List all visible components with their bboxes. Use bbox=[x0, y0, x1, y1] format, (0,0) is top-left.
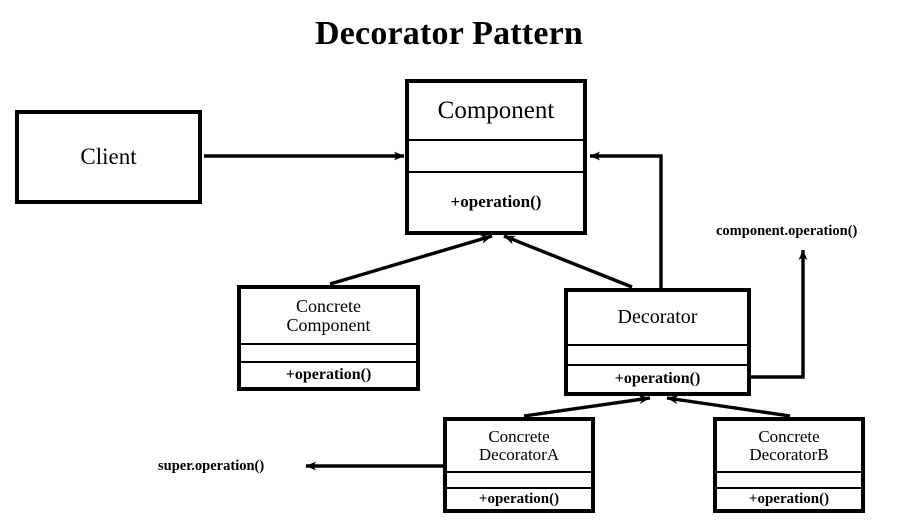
connector-concrete-component-to-component bbox=[329, 234, 493, 286]
class-box-decorator[interactable]: Decorator +operation() bbox=[564, 288, 751, 396]
class-operations-component: +operation() bbox=[409, 171, 583, 231]
class-name-component: Component bbox=[437, 96, 555, 124]
class-operations-concrete-decorator-b: +operation() bbox=[717, 487, 861, 509]
class-operations-concrete-decorator-a: +operation() bbox=[447, 487, 591, 509]
class-name-client: Client bbox=[80, 144, 137, 169]
class-name-concrete-decorator-a: Concrete DecoratorA bbox=[478, 426, 560, 464]
page-title: Decorator Pattern bbox=[314, 15, 584, 52]
connector-decorator-to-component-aggregation bbox=[589, 151, 663, 290]
class-box-concrete-decorator-b[interactable]: Concrete DecoratorB +operation() bbox=[713, 417, 865, 513]
class-box-client[interactable]: Client bbox=[15, 110, 202, 204]
annotation-super-operation-call: super.operation() bbox=[158, 458, 265, 474]
class-attributes-concrete-component bbox=[241, 343, 416, 361]
connector-concrete-decorator-b-to-decorator bbox=[666, 395, 791, 418]
class-name-decorator: Decorator bbox=[617, 306, 698, 329]
class-operations-decorator: +operation() bbox=[568, 364, 747, 392]
annotation-component-operation-call: component.operation() bbox=[716, 223, 858, 239]
connector-concrete-decorator-a-to-decorator bbox=[523, 395, 651, 418]
class-name-concrete-component: Concrete Component bbox=[286, 295, 371, 335]
class-name-concrete-decorator-b: Concrete DecoratorB bbox=[749, 426, 829, 464]
class-box-concrete-component[interactable]: Concrete Component +operation() bbox=[237, 285, 420, 391]
class-box-concrete-decorator-a[interactable]: Concrete DecoratorA +operation() bbox=[443, 417, 595, 513]
class-operations-concrete-component: +operation() bbox=[241, 361, 416, 387]
class-attributes-component bbox=[409, 139, 583, 171]
class-attributes-decorator bbox=[568, 344, 747, 364]
class-box-component[interactable]: Component +operation() bbox=[405, 79, 587, 235]
connector-decorator-to-component-generalization bbox=[503, 234, 633, 289]
class-attributes-concrete-decorator-a bbox=[447, 471, 591, 487]
class-attributes-concrete-decorator-b bbox=[717, 471, 861, 487]
